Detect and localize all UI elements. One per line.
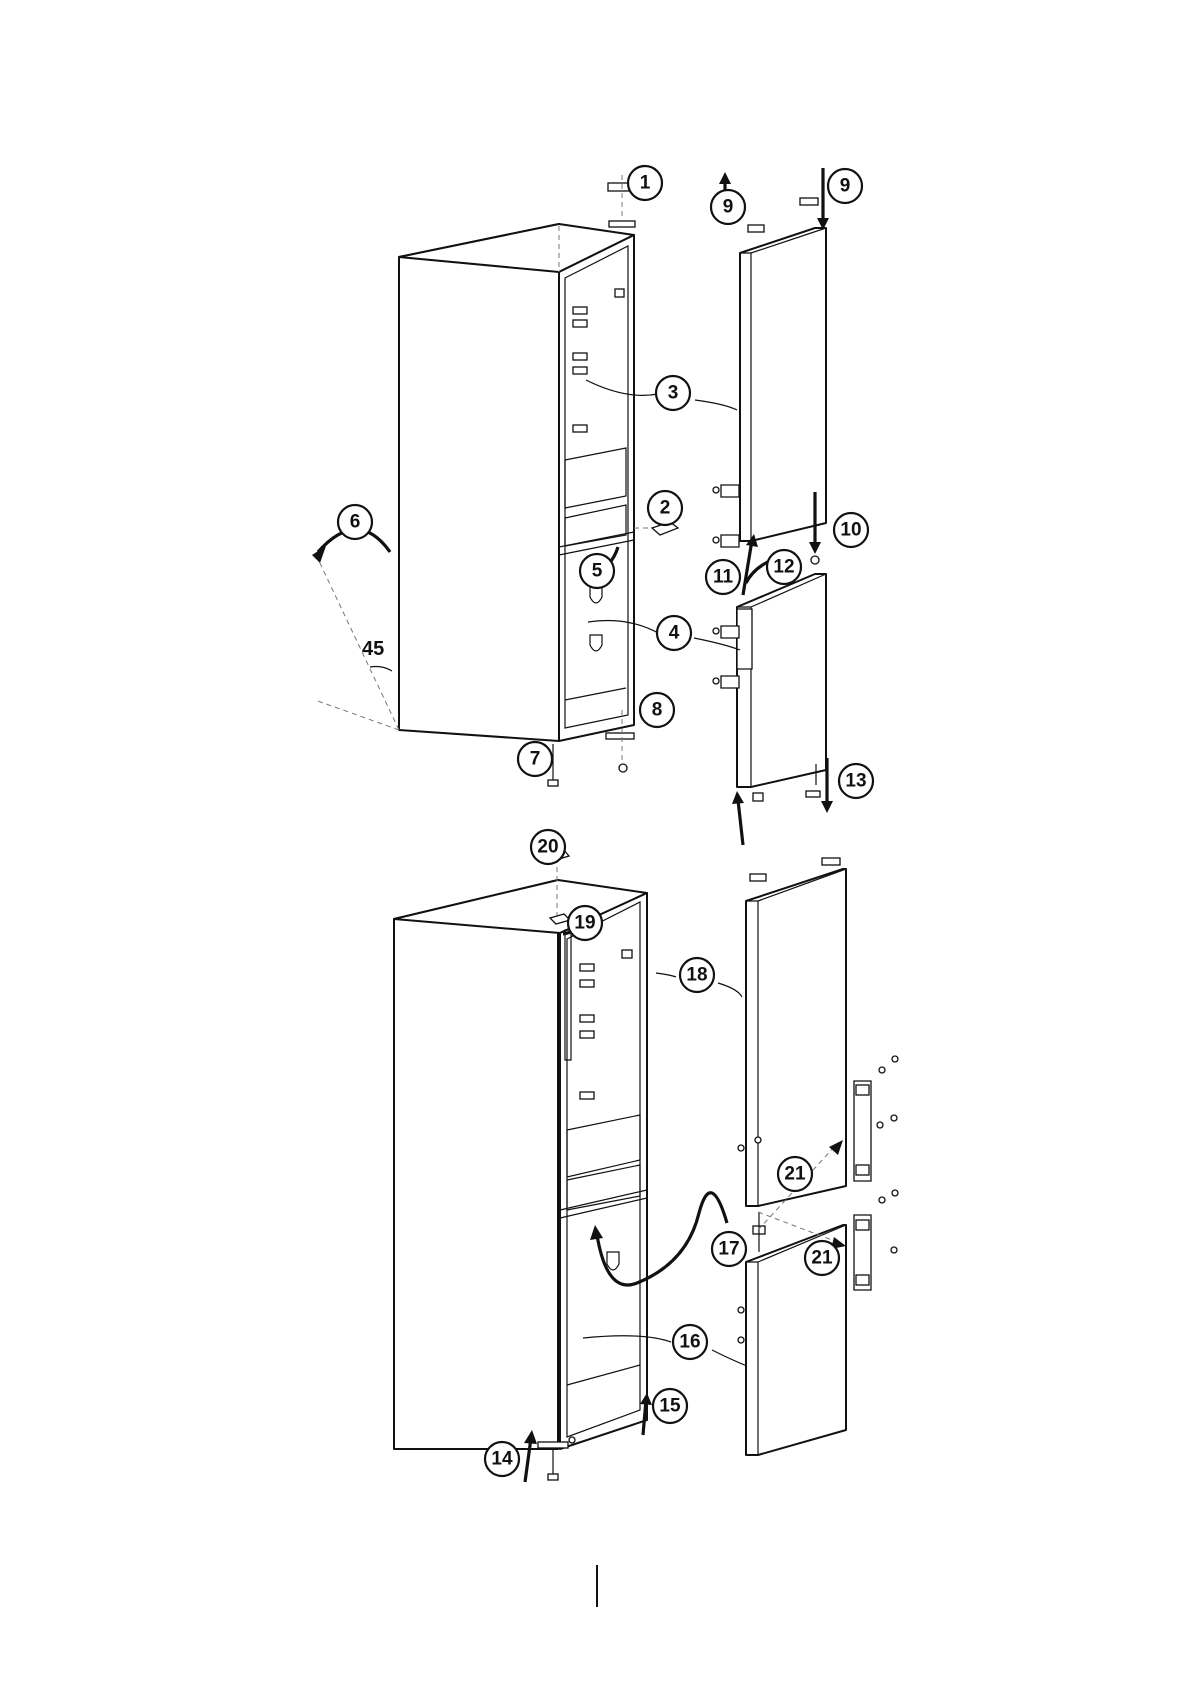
callout-5: 5 [580,554,614,588]
callout-11-label: 11 [713,567,734,588]
tilt-angle-label: 45 [362,638,384,660]
callout-5-label: 5 [592,561,603,582]
callout-7: 7 [518,742,552,776]
callout-15: 15 [653,1389,687,1423]
callout-21a-label: 21 [784,1164,806,1185]
callout-3: 3 [656,376,690,410]
top-fridge-cabinet [399,175,678,786]
callout-9a: 9 [711,190,745,224]
callout-14-label: 14 [491,1449,513,1470]
top-upper-door [713,198,826,547]
callout-1-label: 1 [640,173,651,194]
callout-1: 1 [628,166,662,200]
lower-door-handle [854,1190,898,1290]
callout-4: 4 [657,616,691,650]
bottom-upper-door [738,858,846,1206]
callout-2-label: 2 [660,498,671,519]
callout-17-label: 17 [718,1239,739,1260]
tilt-indicator: 45 [312,530,399,731]
callout-21a: 21 [778,1157,812,1191]
callout-2: 2 [648,491,682,525]
callout-10: 10 [834,513,868,547]
callout-19-label: 19 [574,913,595,934]
callout-6: 6 [338,505,372,539]
callout-14: 14 [485,1442,519,1476]
upper-door-handle [854,1056,898,1181]
callout-16: 16 [673,1325,707,1359]
callout-7-label: 7 [530,749,541,770]
callout-17: 17 [712,1232,746,1266]
callout-3-label: 3 [668,383,679,404]
callout-11: 11 [706,560,740,594]
bottom-fridge-cabinet [394,840,647,1480]
callout-9a-label: 9 [723,197,734,218]
callout-6-label: 6 [350,512,361,533]
callout-12-label: 12 [773,557,794,578]
callout-18: 18 [680,958,714,992]
callout-18-label: 18 [686,965,707,986]
callout-9b-label: 9 [840,176,851,197]
callout-8: 8 [640,693,674,727]
callout-16-label: 16 [679,1332,700,1353]
callout-4-label: 4 [669,623,680,644]
callout-20-label: 20 [537,837,558,858]
callout-20: 20 [531,830,565,864]
callout-8-label: 8 [652,700,663,721]
callout-9b: 9 [828,169,862,203]
callout-15-label: 15 [659,1396,681,1417]
callout-19: 19 [568,906,602,940]
callout-21b-label: 21 [811,1248,833,1269]
callout-13-label: 13 [845,771,866,792]
callout-10-label: 10 [840,520,861,541]
callout-21b: 21 [805,1241,839,1275]
callout-13: 13 [839,764,873,798]
callout-12: 12 [767,550,801,584]
